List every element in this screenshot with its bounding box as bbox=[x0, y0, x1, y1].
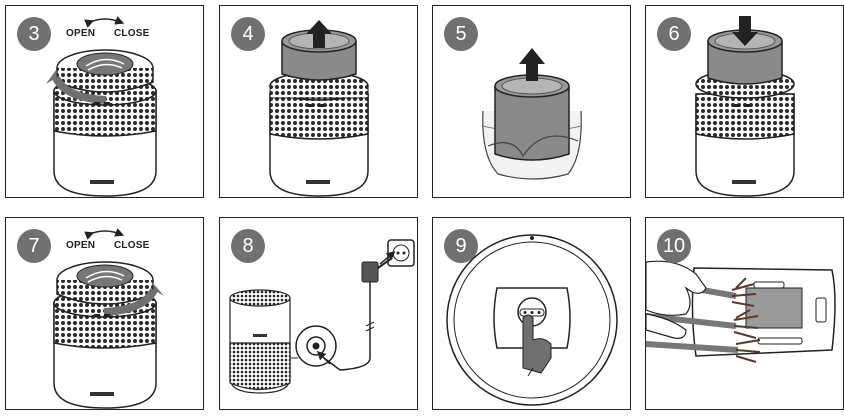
open-label: OPEN bbox=[66, 28, 96, 39]
press-power-button-illustration bbox=[446, 234, 618, 406]
close-label: CLOSE bbox=[114, 28, 150, 39]
step-number-badge: 6 bbox=[657, 17, 691, 51]
step-6-panel: 6 bbox=[645, 5, 844, 198]
step-number-badge: 8 bbox=[231, 229, 265, 263]
purifier-lift-filter-illustration bbox=[269, 20, 369, 197]
step-3-panel: 3 OPEN CLOSE bbox=[5, 5, 204, 198]
step-4-panel: 4 bbox=[219, 5, 418, 198]
close-label: CLOSE bbox=[114, 240, 150, 251]
step-5-panel: 5 bbox=[432, 5, 631, 198]
step-number-badge: 5 bbox=[444, 17, 478, 51]
purifier-open-lid-illustration bbox=[46, 16, 157, 197]
step-number-badge: 10 bbox=[657, 229, 691, 263]
step-number-badge: 9 bbox=[444, 229, 478, 263]
step-8-panel: 8 bbox=[219, 217, 418, 410]
filter-removed-illustration bbox=[482, 48, 582, 180]
purifier-insert-filter-illustration bbox=[695, 16, 795, 197]
step-number-badge: 3 bbox=[17, 17, 51, 51]
step-7-panel: 7 OPEN CLOSE bbox=[5, 217, 204, 410]
step-9-panel: 9 bbox=[432, 217, 631, 410]
step-number-badge: 7 bbox=[17, 229, 51, 263]
purifier-close-lid-illustration bbox=[53, 228, 164, 409]
open-label: OPEN bbox=[66, 240, 96, 251]
power-connection-illustration bbox=[229, 239, 415, 394]
step-10-panel: 10 bbox=[645, 217, 844, 410]
step-number-badge: 4 bbox=[231, 17, 265, 51]
brush-cleaning-illustration bbox=[646, 260, 836, 363]
